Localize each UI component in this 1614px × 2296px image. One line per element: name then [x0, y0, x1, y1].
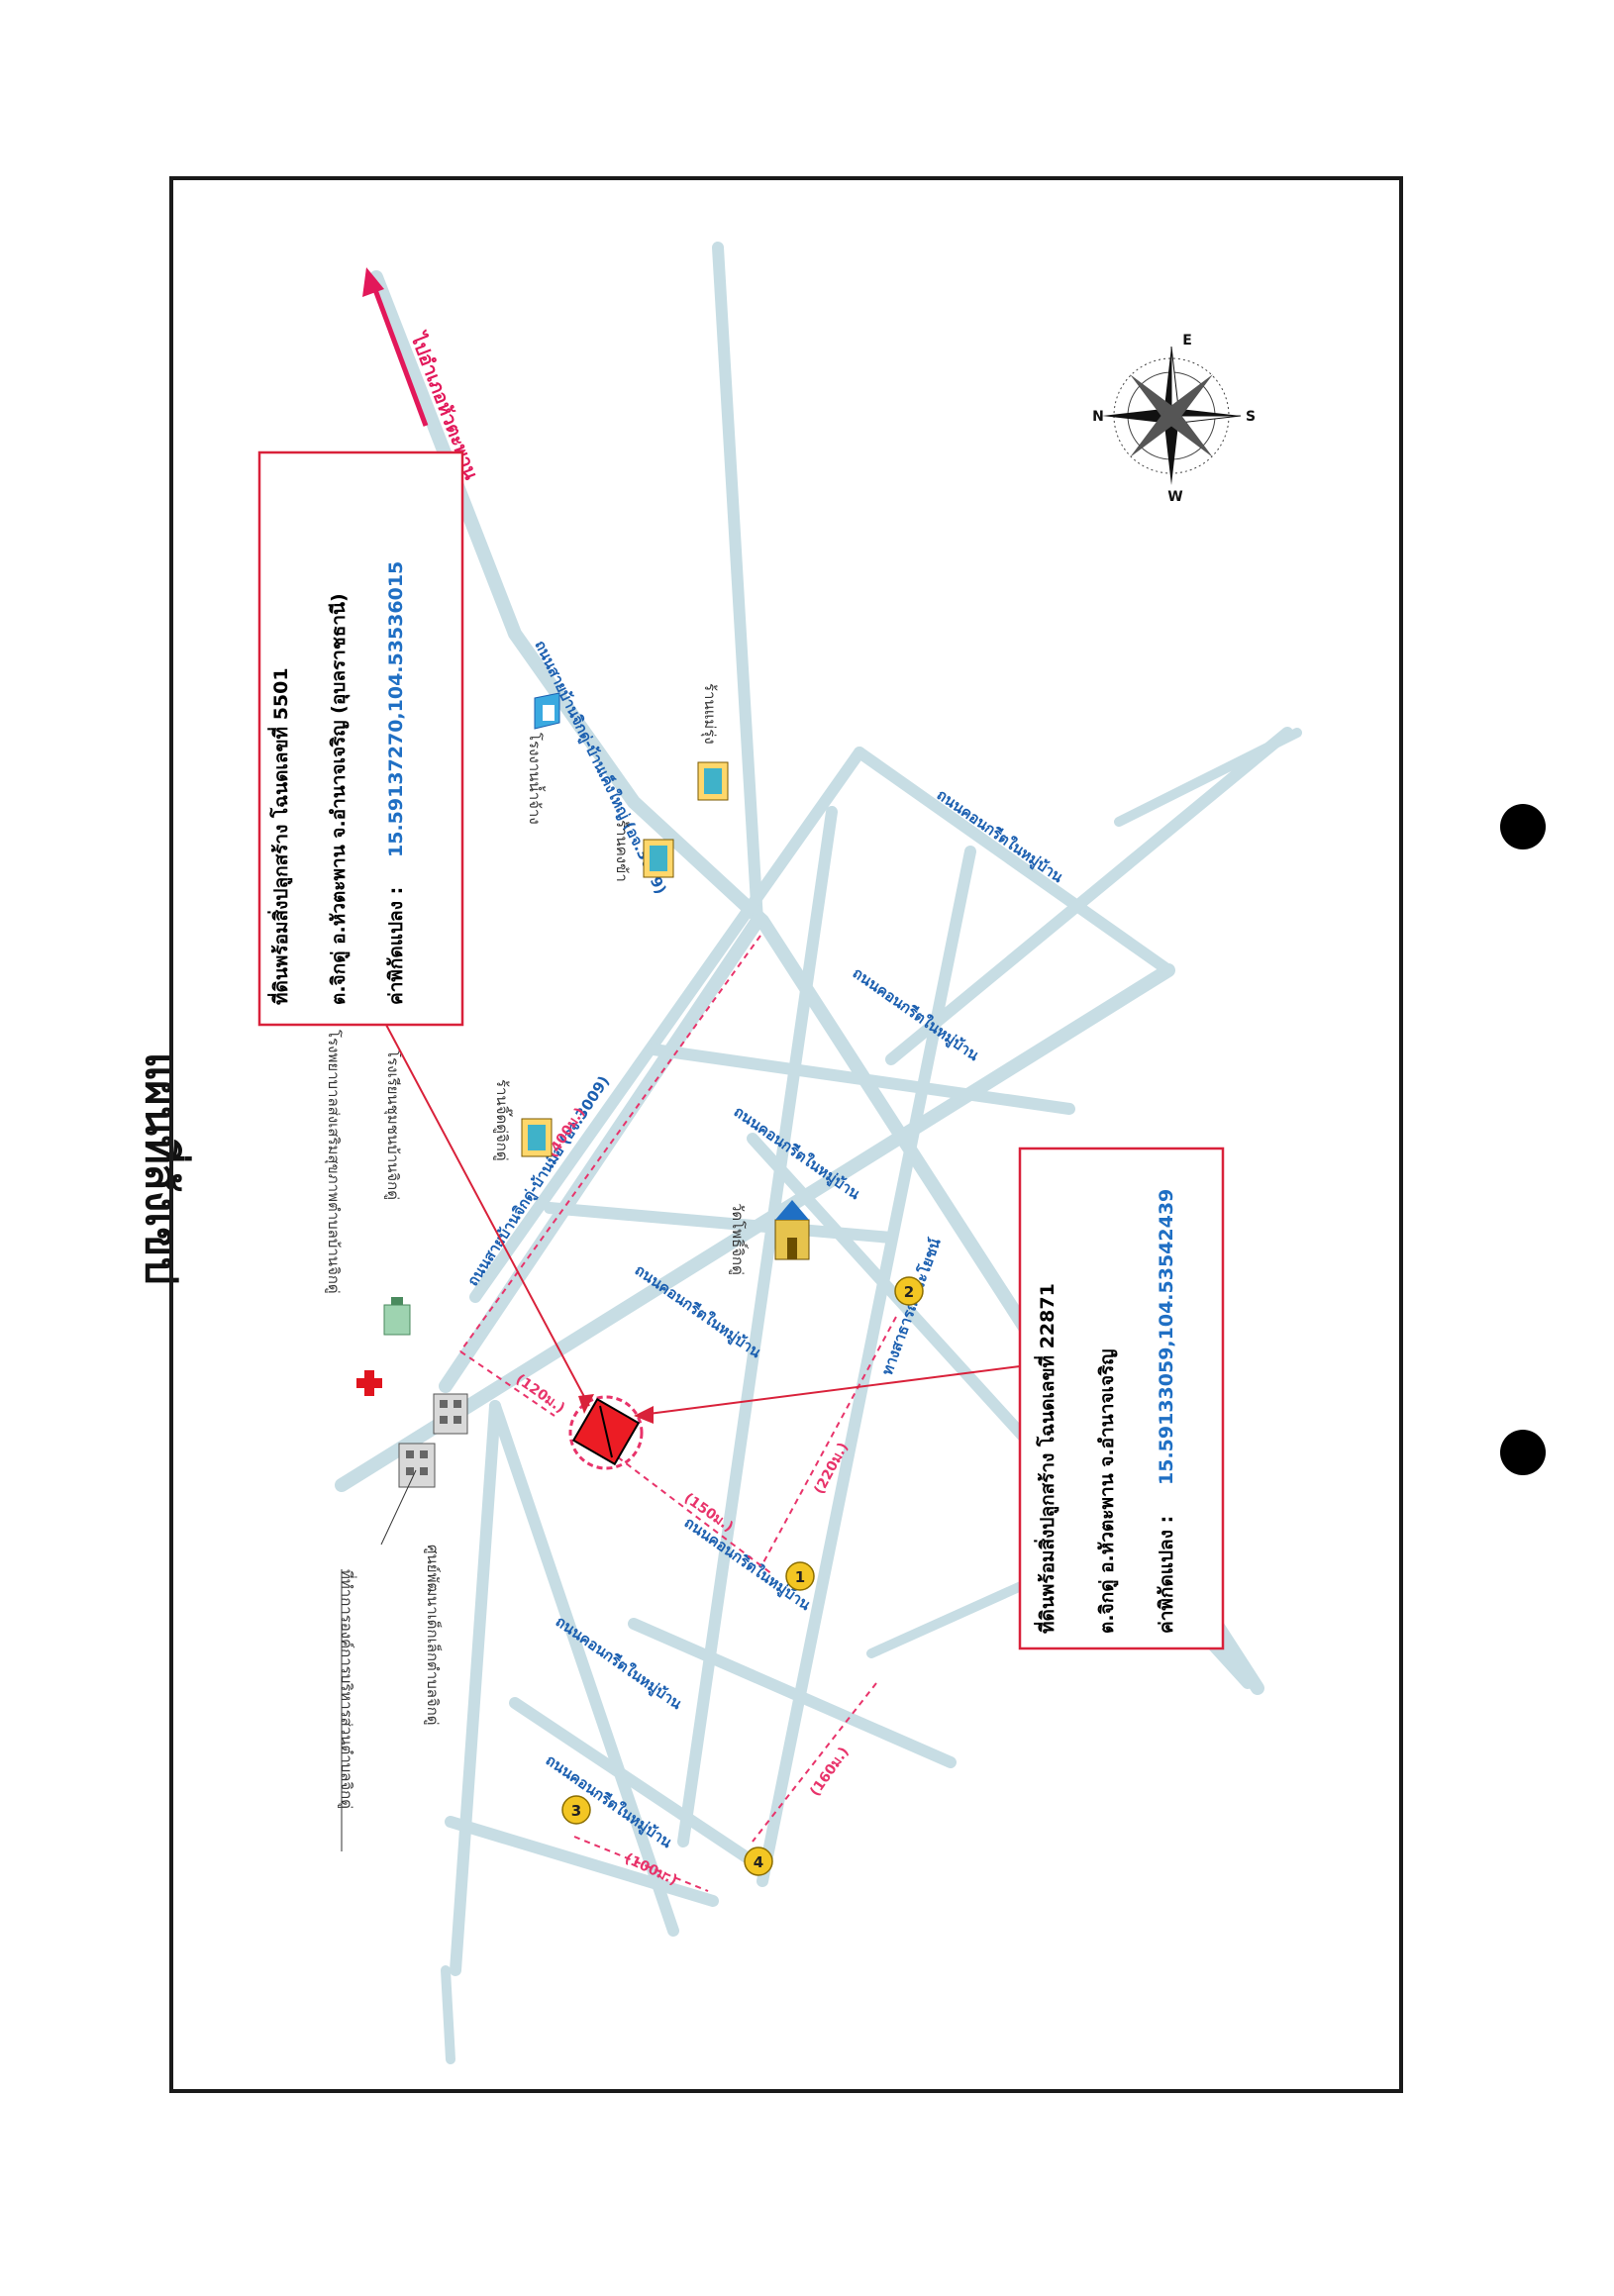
callout-bottom-line2: ต.จิกดู่ อ.หัวตะพาน จ.อำนาจเจริญ — [1096, 1348, 1119, 1634]
label-shop-kongkha: ร้านคงข้า — [613, 820, 631, 882]
label-factory: โรงงานน้ำจ้าง — [526, 733, 546, 825]
leader-bottom — [648, 1365, 1021, 1415]
road-cross-1 — [648, 1044, 1075, 1115]
marker-2: 2 — [894, 1276, 924, 1306]
road-cross-3 — [677, 806, 838, 1847]
leader-top — [385, 1024, 590, 1407]
label-village-2: ถนนคอนกรีตในหมู่บ้าน — [849, 964, 982, 1066]
shop-maerung-icon — [697, 761, 729, 801]
distance-2: (120ม.) — [513, 1371, 568, 1417]
compass-s: S — [1246, 409, 1256, 425]
road-east-2 — [1114, 728, 1302, 827]
marker-2-label: 2 — [904, 1283, 914, 1301]
callout-top-line2: ต.จิกดู่ อ.หัวตะพาน จ.อำนาจเจริญ (อุบลรา… — [328, 593, 351, 1005]
callout-top-line1: ที่ดินพร้อมสิ่งปลูกสร้าง โฉนดเลขที่ 5501 — [267, 667, 293, 1005]
hospital-icon — [354, 1368, 384, 1398]
factory-icon — [534, 692, 560, 730]
child-center-icon — [433, 1393, 468, 1435]
shop-jikdu-icon — [521, 1118, 553, 1157]
road-highway — [369, 270, 1264, 1695]
road-highway-mid — [439, 914, 764, 1393]
leader-bottom-arrow — [634, 1406, 654, 1424]
label-sao: ที่ทำการองค์การบริหารส่วนตำบลจิกดู่ — [338, 1569, 357, 1809]
label-village-6: ถนนคอนกรีตในหมู่บ้าน — [552, 1613, 685, 1715]
land-parcel — [568, 1395, 644, 1470]
compass-n: N — [1092, 409, 1104, 425]
label-village-4: ถนนคอนกรีตในหมู่บ้าน — [631, 1261, 764, 1363]
road-southwest-2 — [441, 1965, 455, 2064]
road-southwest — [450, 1400, 501, 1976]
punch-hole-bottom — [1500, 1430, 1546, 1475]
compass-e: E — [1182, 333, 1192, 349]
label-shop-jikdu: ร้านจิ๊ดดู่จิกดู่ — [493, 1079, 513, 1161]
label-school: โรงเรียนชุมชนบ้านจิกดู่ — [383, 1049, 402, 1200]
label-child-center: ศูนย์พัฒนาเด็กเล็กตำบลจิกดู่ — [424, 1545, 443, 1726]
marker-1: 1 — [785, 1561, 815, 1591]
callout-top-coord-label: ค่าพิกัดแปลง : — [385, 887, 407, 1005]
label-shop-maerung: ร้านแม่รุ่ง — [700, 683, 719, 745]
callout-top-coords: 15.59137270,104.53536015 — [385, 561, 407, 857]
temple-icon — [774, 1200, 810, 1260]
road-south-3 — [509, 1697, 758, 1867]
page-title: แผนที่สังเขป — [136, 1052, 192, 1285]
road-south-2 — [628, 1618, 957, 1768]
marker-1-label: 1 — [795, 1568, 805, 1586]
school-icon — [383, 1297, 411, 1336]
shop-kongkha-icon — [643, 839, 674, 878]
direction-arrow: ไปอำเภอหัวตะพาน — [362, 267, 483, 482]
label-hospital: โรงพยาบาลส่งเสริมสุขภาพตำบลบ้านจิกดู่ — [324, 1030, 343, 1294]
label-temple: วัดโพธิ์จิกดู่ — [729, 1203, 749, 1275]
sao-building-icon — [398, 1443, 436, 1488]
callout-bottom: ที่ดินพร้อมสิ่งปลูกสร้าง โฉนดเลขที่ 2287… — [1018, 1147, 1225, 1650]
callout-bottom-coord-label: ค่าพิกัดแปลง : — [1156, 1516, 1177, 1634]
callout-bottom-coords: 15.59133059,104.53542439 — [1156, 1189, 1177, 1485]
road-east-1 — [885, 727, 1293, 1065]
distance-lines — [459, 935, 897, 1892]
road-south-4 — [445, 1816, 719, 1907]
compass-w: W — [1167, 489, 1182, 505]
callout-top: ที่ดินพร้อมสิ่งปลูกสร้าง โฉนดเลขที่ 5501… — [257, 450, 464, 1027]
label-village-1: ถนนคอนกรีตในหมู่บ้าน — [933, 786, 1066, 888]
marker-3: 3 — [561, 1795, 591, 1825]
road-long-2 — [854, 747, 1174, 976]
distance-5: (160ม.) — [807, 1745, 853, 1800]
callout-bottom-line1: ที่ดินพร้อมสิ่งปลูกสร้าง โฉนดเลขที่ 2287… — [1034, 1283, 1059, 1634]
road-south-1 — [489, 1400, 679, 1937]
marker-3-label: 3 — [571, 1802, 581, 1820]
map-frame — [169, 176, 1403, 2093]
punch-hole-top — [1500, 804, 1546, 849]
child-center-leader — [380, 1469, 417, 1546]
road-long-3 — [469, 747, 865, 1303]
marker-4: 4 — [744, 1847, 773, 1876]
road-network — [335, 242, 1302, 2064]
compass-rose-icon: N E S W — [1092, 333, 1256, 505]
leader-top-arrow — [578, 1394, 594, 1414]
road-north-stub — [712, 242, 763, 927]
marker-4-label: 4 — [754, 1853, 763, 1871]
